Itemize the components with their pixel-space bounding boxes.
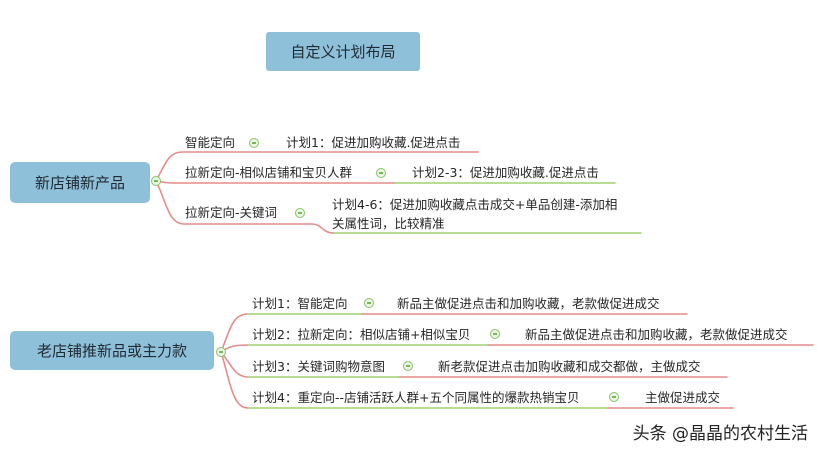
title-text: 自定义计划布局 <box>290 43 396 61</box>
root-node-new-store[interactable]: 新店铺新产品 <box>10 162 150 203</box>
branch-child-multiline[interactable]: 计划4-6：促进加购收藏点击成交+单品创建-添加相 关属性词，比较精准 <box>332 195 617 233</box>
collapse-icon[interactable] <box>295 208 305 218</box>
root-label: 老店铺推新品或主力款 <box>36 342 187 360</box>
branch-label[interactable]: 智能定向 <box>185 135 236 150</box>
root-label: 新店铺新产品 <box>34 174 125 192</box>
collapse-icon[interactable] <box>249 138 259 148</box>
branch-child[interactable]: 计划1：促进加购收藏.促进点击 <box>286 135 461 150</box>
branch-child[interactable]: 新品主做促进点击和加购收藏，老款做促进成交 <box>397 296 660 311</box>
branch-label[interactable]: 计划4：重定向--店铺活跃人群+五个同属性的爆款热销宝贝 <box>252 390 580 405</box>
collapse-icon[interactable] <box>376 168 386 178</box>
branch-label[interactable]: 拉新定向-关键词 <box>185 205 278 220</box>
branch-child[interactable]: 新老款促进点击加购收藏和成交都做，主做成交 <box>438 359 701 374</box>
root-node-old-store[interactable]: 老店铺推新品或主力款 <box>10 331 214 370</box>
branch-child[interactable]: 计划2-3：促进加购收藏.促进点击 <box>412 165 599 180</box>
title-node[interactable]: 自定义计划布局 <box>266 32 420 71</box>
collapse-icon[interactable] <box>151 176 161 186</box>
branch-child-line: 计划4-6：促进加购收藏点击成交+单品创建-添加相 <box>332 197 618 212</box>
branch-child[interactable]: 主做促进成交 <box>645 390 721 405</box>
branch-child-line: 关属性词，比较精准 <box>332 216 445 231</box>
collapse-icon[interactable] <box>403 361 413 371</box>
branch-label[interactable]: 计划1：智能定向 <box>252 296 348 311</box>
collapse-icon[interactable] <box>364 298 374 308</box>
collapse-icon[interactable] <box>609 392 619 402</box>
collapse-icon[interactable] <box>216 347 226 357</box>
branch-label[interactable]: 拉新定向-相似店铺和宝贝人群 <box>185 165 353 180</box>
branch-child[interactable]: 新品主做促进点击和加购收藏，老款做促进成交 <box>525 327 788 342</box>
branch-label[interactable]: 计划3：关键词购物意图 <box>252 359 385 374</box>
collapse-icon[interactable] <box>490 329 500 339</box>
branch-label[interactable]: 计划2：拉新定向：相似店铺+相似宝贝 <box>252 327 471 342</box>
watermark: 头条 @晶晶的农村生活 <box>632 424 808 444</box>
